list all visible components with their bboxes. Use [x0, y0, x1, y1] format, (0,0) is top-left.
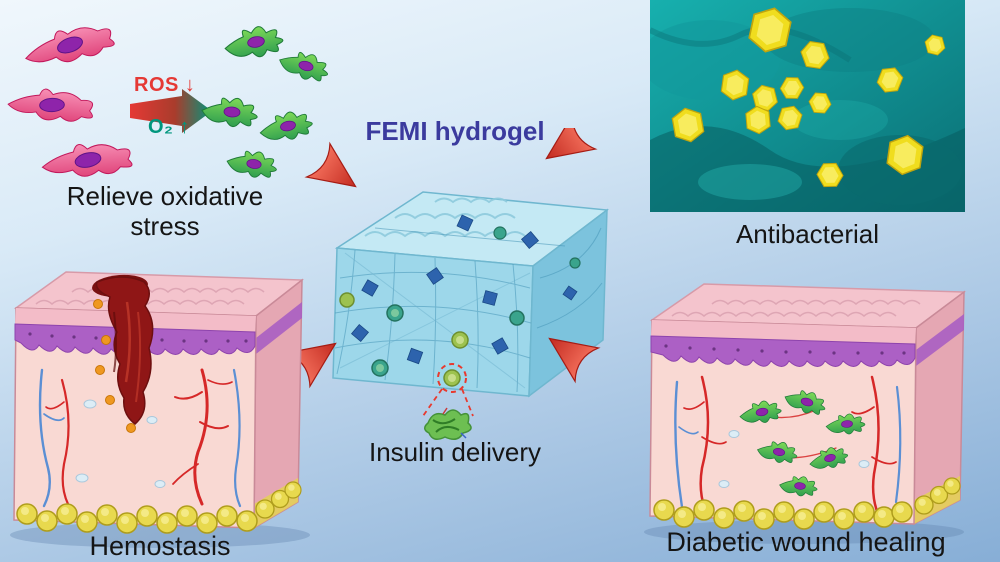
skin-block-hemostasis — [10, 271, 310, 548]
ros-text: ROS — [134, 74, 179, 96]
epidermis-side — [256, 302, 302, 354]
ros-down-arrow-icon: ↓ — [184, 74, 196, 96]
ros-label: ROS ↓ — [134, 74, 195, 97]
oxidative-stress-caption: Relieve oxidative stress — [10, 181, 320, 242]
hemostasis-caption: Hemostasis — [89, 531, 231, 561]
hemostatic-particles — [93, 299, 136, 433]
figure-title: FEMI hydrogel — [365, 116, 545, 146]
epidermis-band — [650, 335, 916, 367]
oxidative-caption-line1: Relieve oxidative — [66, 181, 264, 211]
cube-particles — [339, 214, 581, 387]
epidermis-side — [916, 314, 964, 366]
antibacterial-caption: Antibacterial — [735, 219, 880, 249]
dermis-specks — [718, 430, 870, 488]
insulin-delivery-caption: Insulin delivery — [369, 437, 541, 467]
skin-block-diabetic — [644, 283, 967, 544]
blood-vessels — [38, 368, 242, 508]
dashed-highlight-circle — [437, 363, 467, 393]
pink-cell-icon — [6, 19, 134, 180]
dermis-specks — [75, 399, 166, 488]
o2-up-arrow-icon: ↑ — [179, 116, 191, 138]
o2-label: O₂ ↑ — [148, 116, 190, 139]
o2-text: O₂ — [148, 116, 174, 138]
insulin-callout — [422, 363, 474, 440]
skin-front-face — [649, 319, 917, 525]
oxidative-caption-line2: stress — [130, 210, 200, 241]
skin-bumps — [671, 299, 921, 317]
diabetic-caption: Diabetic wound healing — [666, 527, 946, 557]
wound-blood — [92, 274, 154, 433]
sem-micrograph — [650, 0, 965, 212]
insulin-molecule-icon — [424, 407, 472, 440]
epidermis-dots — [664, 344, 906, 355]
hydrogel-cube — [285, 128, 609, 440]
oxidative-stress-illustration — [6, 19, 332, 181]
ros-to-o2-arrow — [130, 89, 212, 133]
